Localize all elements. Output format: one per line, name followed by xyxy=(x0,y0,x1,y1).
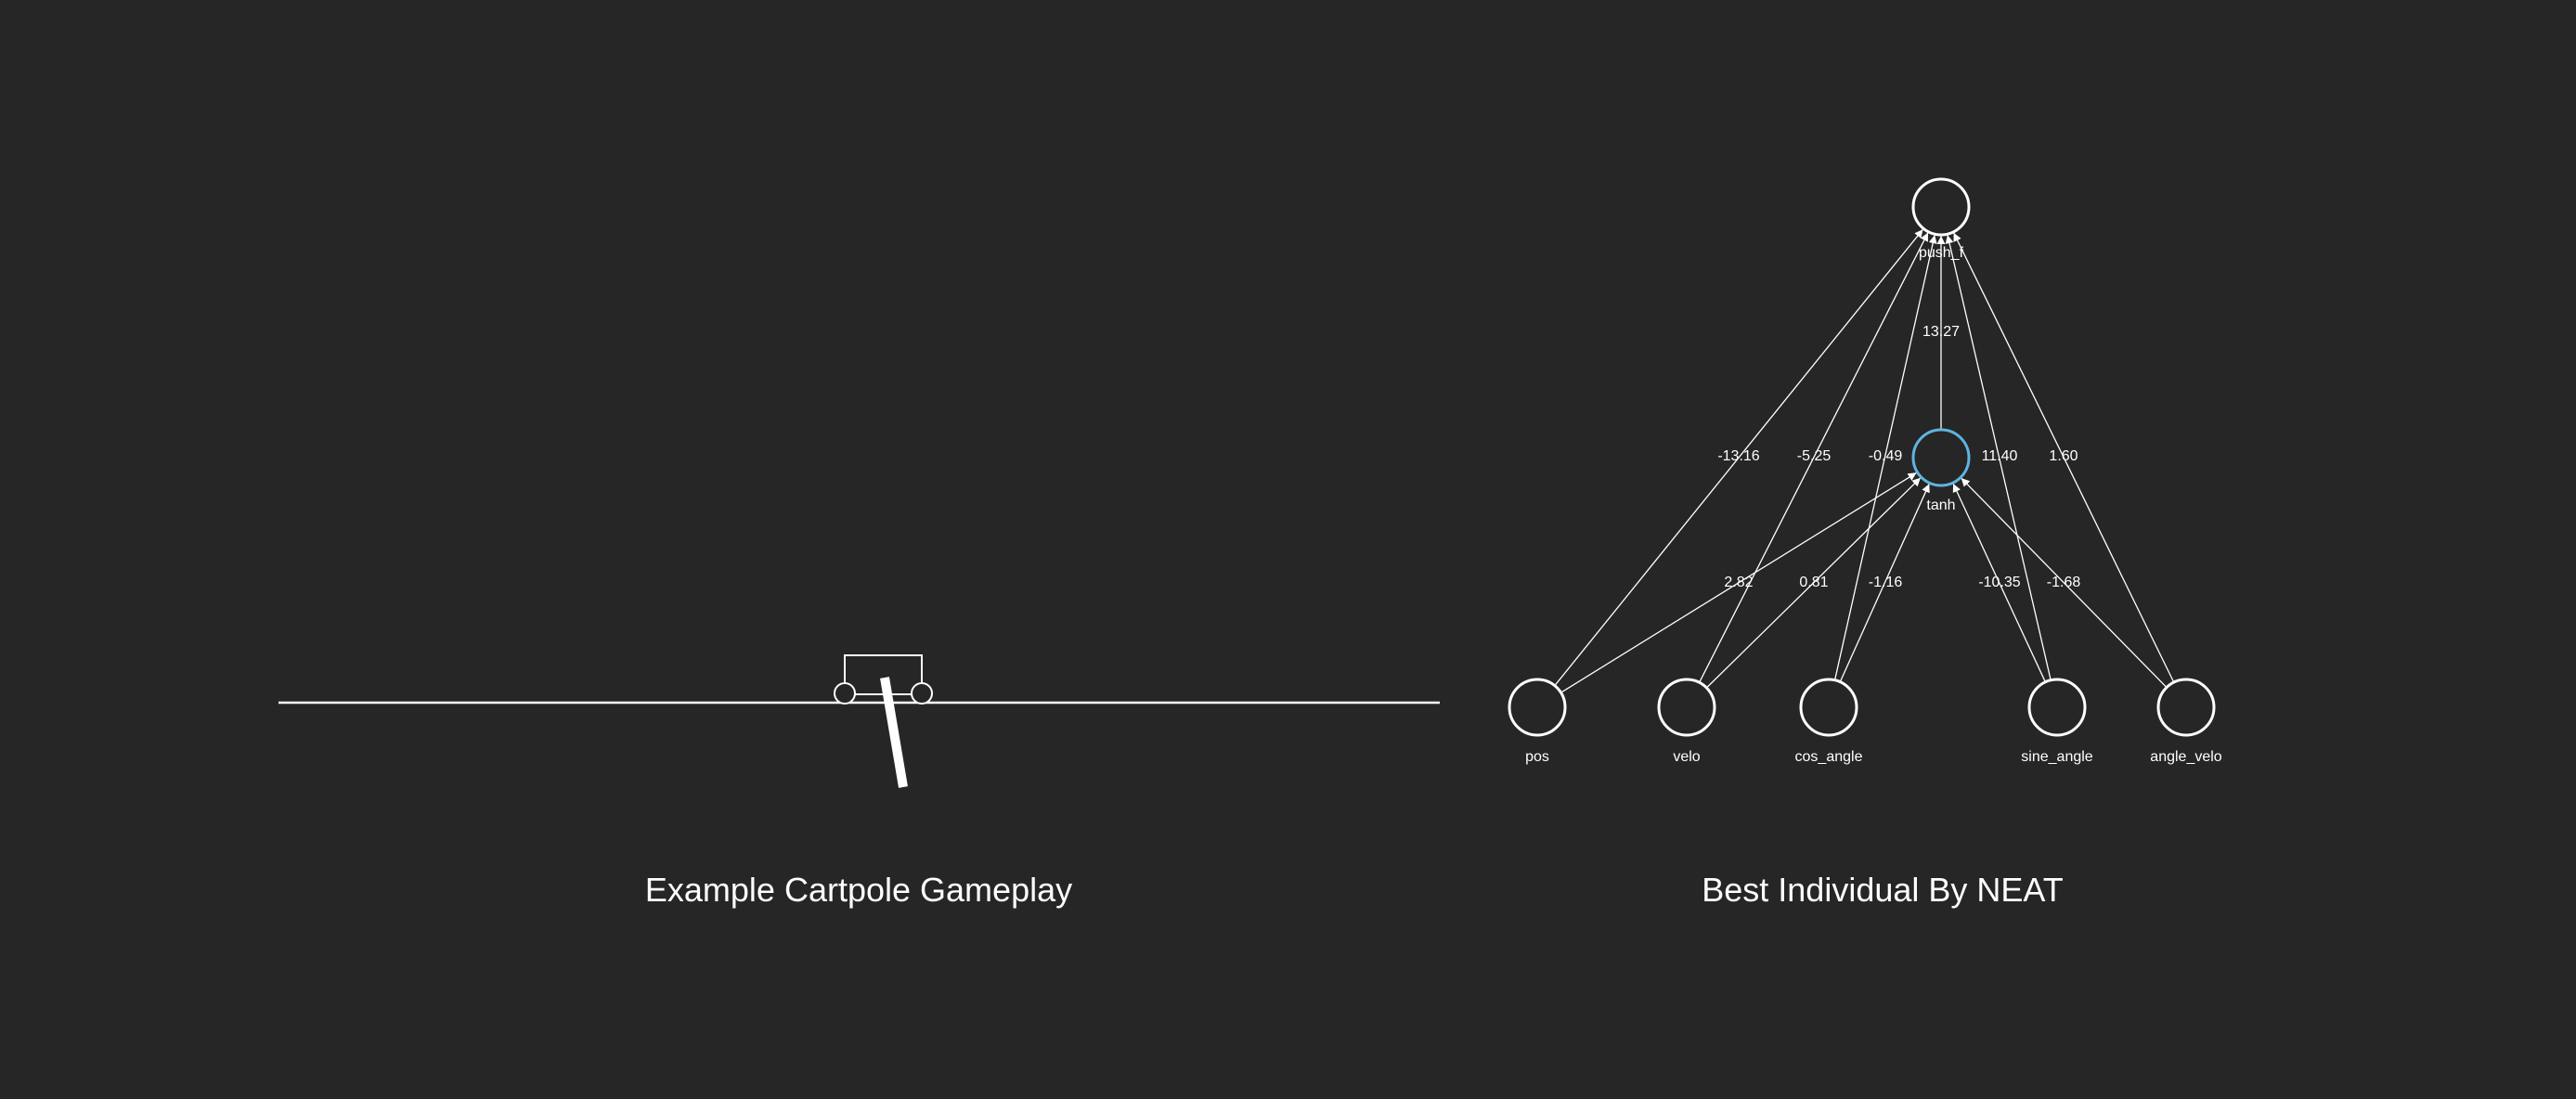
node-label-sine_angle: sine_angle xyxy=(2021,749,2093,765)
edge-sine_angle-to-output xyxy=(1945,235,2052,680)
cart-wheel-left xyxy=(834,682,856,705)
node-angle_velo xyxy=(2156,678,2216,737)
cartpole-caption: Example Cartpole Gameplay xyxy=(644,871,1073,909)
edge-velo-to-output xyxy=(1699,232,1929,683)
cart xyxy=(834,654,933,705)
weight-label-angle_velo-to-output: 1.60 xyxy=(2049,448,2078,464)
weight-label-hidden-to-output: 13.27 xyxy=(1922,324,1960,340)
weight-label-sine_angle-to-output: 11.40 xyxy=(1982,448,2018,464)
edge-pos-to-output xyxy=(1554,228,1924,687)
weight-label-sine_angle-to-hidden: -10.35 xyxy=(1978,575,2020,590)
cartpole-scene xyxy=(278,654,1440,788)
node-hidden xyxy=(1911,428,1971,487)
node-sine_angle xyxy=(2027,678,2087,737)
node-label-pos: pos xyxy=(1525,749,1549,765)
edge-cos_angle-to-output xyxy=(1833,235,1937,680)
network-labels: 13.27 -13.16 -5.25 -0.49 11.40 1.60 2.82 0.81 -1… xyxy=(1525,245,2222,765)
node-cos_angle xyxy=(1799,678,1858,737)
node-pos xyxy=(1508,678,1567,737)
node-output xyxy=(1911,177,1971,237)
node-label-output: push_f xyxy=(1919,245,1964,261)
pole xyxy=(880,677,908,788)
node-label-velo: velo xyxy=(1673,749,1700,765)
edge-angle_velo-to-output xyxy=(1953,232,2175,683)
network-edges xyxy=(1554,228,2175,693)
edge-sine_angle-to-hidden xyxy=(1952,483,2046,683)
edge-pos-to-hidden xyxy=(1560,472,1917,693)
weight-label-cos_angle-to-hidden: -1.16 xyxy=(1869,575,1903,590)
edge-angle_velo-to-hidden xyxy=(1961,477,2168,689)
network-nodes xyxy=(1508,177,2216,737)
weight-label-velo-to-output: -5.25 xyxy=(1797,448,1832,464)
node-velo xyxy=(1657,678,1716,737)
weight-label-angle_velo-to-hidden: -1.68 xyxy=(2047,575,2081,590)
weight-label-velo-to-hidden: 0.81 xyxy=(1799,575,1828,590)
cart-wheel-right xyxy=(911,682,933,705)
weight-label-pos-to-output: -13.16 xyxy=(1717,448,1759,464)
node-label-cos_angle: cos_angle xyxy=(1795,749,1863,765)
weight-label-pos-to-hidden: 2.82 xyxy=(1724,575,1753,590)
node-label-angle_velo: angle_velo xyxy=(2150,749,2222,765)
weight-label-cos_angle-to-output: -0.49 xyxy=(1869,448,1903,464)
node-label-hidden: tanh xyxy=(1926,498,1955,513)
edge-velo-to-hidden xyxy=(1705,477,1922,689)
edge-cos_angle-to-hidden xyxy=(1839,484,1930,682)
network-caption: Best Individual By NEAT xyxy=(1702,871,2064,909)
cart-body xyxy=(844,654,923,685)
